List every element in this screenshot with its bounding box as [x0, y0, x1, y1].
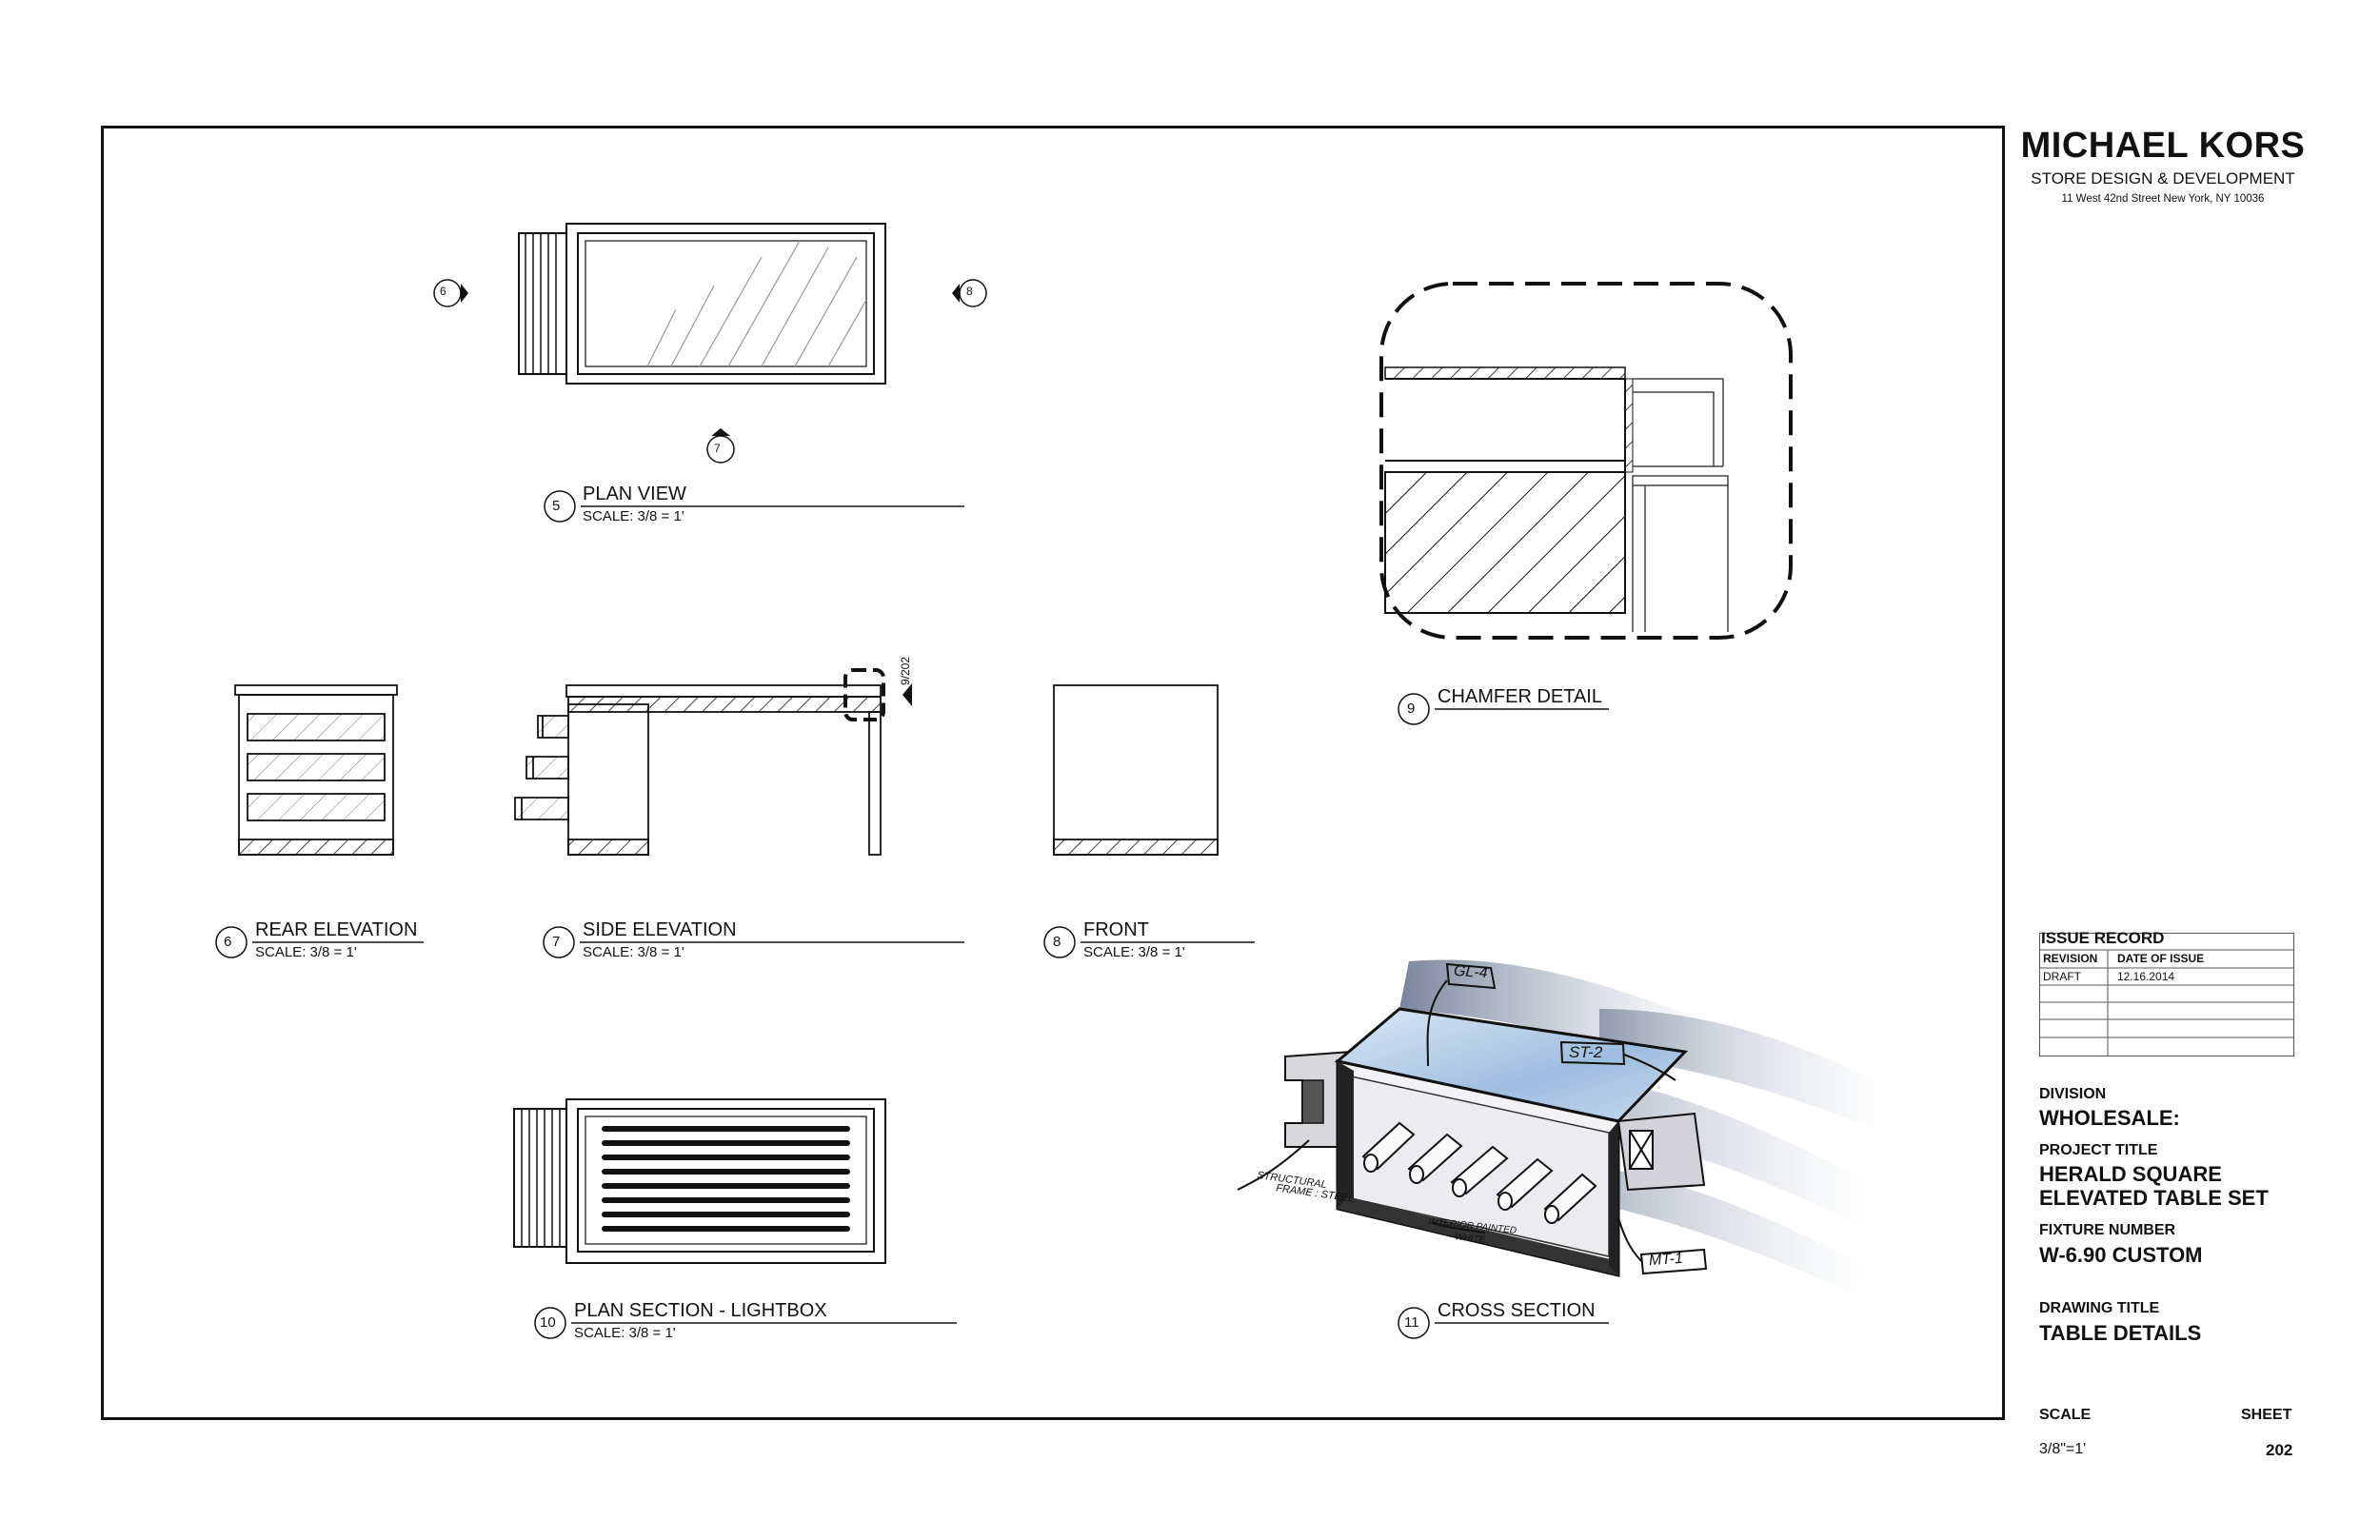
side-elevation-title: SIDE ELEVATION: [583, 919, 737, 940]
marker-left: [433, 279, 468, 307]
cross-section-sketch: [1237, 959, 1885, 1294]
project-title-label: PROJECT TITLE: [2039, 1142, 2158, 1158]
cross-section-number: 11: [1404, 1314, 1419, 1331]
issue-record-title: ISSUE RECORD: [2041, 929, 2165, 947]
plan-view-drawing: [518, 223, 886, 385]
lightbox-title: PLAN SECTION - LIGHTBOX: [574, 1300, 827, 1321]
plan-view-scale: SCALE: 3/8 = 1': [583, 508, 684, 524]
sheet-label: SHEET: [2241, 1407, 2292, 1423]
lightbox-scale: SCALE: 3/8 = 1': [574, 1325, 676, 1341]
chamfer-detail-drawing: [1379, 282, 1793, 640]
drawing-title-value: TABLE DETAILS: [2039, 1321, 2202, 1345]
division-value: WHOLESALE:: [2039, 1106, 2180, 1130]
detail-reference-label: 9/202: [899, 656, 912, 685]
sheet-number: 202: [2266, 1441, 2293, 1459]
view-title-graphics: [215, 490, 1609, 1339]
drawing-border: [101, 126, 2005, 1420]
company-name: MICHAEL KORS: [2020, 126, 2306, 166]
project-title-line2: ELEVATED TABLE SET: [2039, 1186, 2269, 1210]
side-elevation-scale: SCALE: 3/8 = 1': [583, 944, 684, 960]
lightbox-number: 10: [540, 1314, 556, 1331]
rear-elevation-number: 6: [224, 934, 232, 950]
plan-view-number: 5: [552, 498, 561, 514]
chamfer-detail-number: 9: [1407, 701, 1416, 717]
issue-record-header-revision: REVISION: [2043, 952, 2098, 965]
lightbox-section-drawing: [513, 1098, 886, 1264]
tag-gl: GL-4: [1453, 962, 1489, 982]
division-label: DIVISION: [2039, 1086, 2107, 1102]
side-elevation-drawing: [514, 668, 912, 856]
issue-record-date: 12.16.2014: [2117, 970, 2175, 983]
scale-label: SCALE: [2039, 1407, 2092, 1423]
front-number: 8: [1053, 934, 1061, 950]
tag-mt: MT-1: [1648, 1250, 1684, 1270]
company-department: STORE DESIGN & DEVELOPMENT: [2031, 169, 2295, 188]
plan-view-title: PLAN VIEW: [583, 484, 686, 504]
fixture-number-label: FIXTURE NUMBER: [2039, 1222, 2176, 1238]
marker-left-label: 6: [440, 285, 446, 298]
issue-record-header-date: DATE OF ISSUE: [2117, 952, 2205, 965]
drawing-title-label: DRAWING TITLE: [2039, 1300, 2160, 1316]
company-address: 11 West 42nd Street New York, NY 10036: [2061, 193, 2265, 205]
rear-elevation-scale: SCALE: 3/8 = 1': [255, 944, 357, 960]
issue-record-revision: DRAFT: [2043, 970, 2081, 983]
chamfer-detail-title: CHAMFER DETAIL: [1438, 686, 1602, 707]
scale-value: 3/8"=1': [2039, 1441, 2087, 1457]
front-elevation-drawing: [1053, 684, 1219, 856]
front-scale: SCALE: 3/8 = 1': [1083, 944, 1185, 960]
tag-st: ST-2: [1569, 1043, 1603, 1061]
marker-right: [952, 279, 987, 307]
fixture-number-value: W-6.90 CUSTOM: [2039, 1243, 2203, 1267]
side-elevation-number: 7: [552, 934, 561, 950]
cross-section-title: CROSS SECTION: [1438, 1300, 1596, 1321]
marker-bottom: [706, 428, 735, 464]
rear-elevation-title: REAR ELEVATION: [255, 919, 418, 940]
issue-record-table: [2039, 933, 2294, 1056]
rear-elevation-drawing: [234, 684, 398, 856]
marker-right-label: 8: [966, 285, 973, 298]
front-title: FRONT: [1083, 919, 1149, 940]
project-title-line1: HERALD SQUARE: [2039, 1162, 2222, 1186]
marker-bottom-label: 7: [714, 442, 721, 455]
